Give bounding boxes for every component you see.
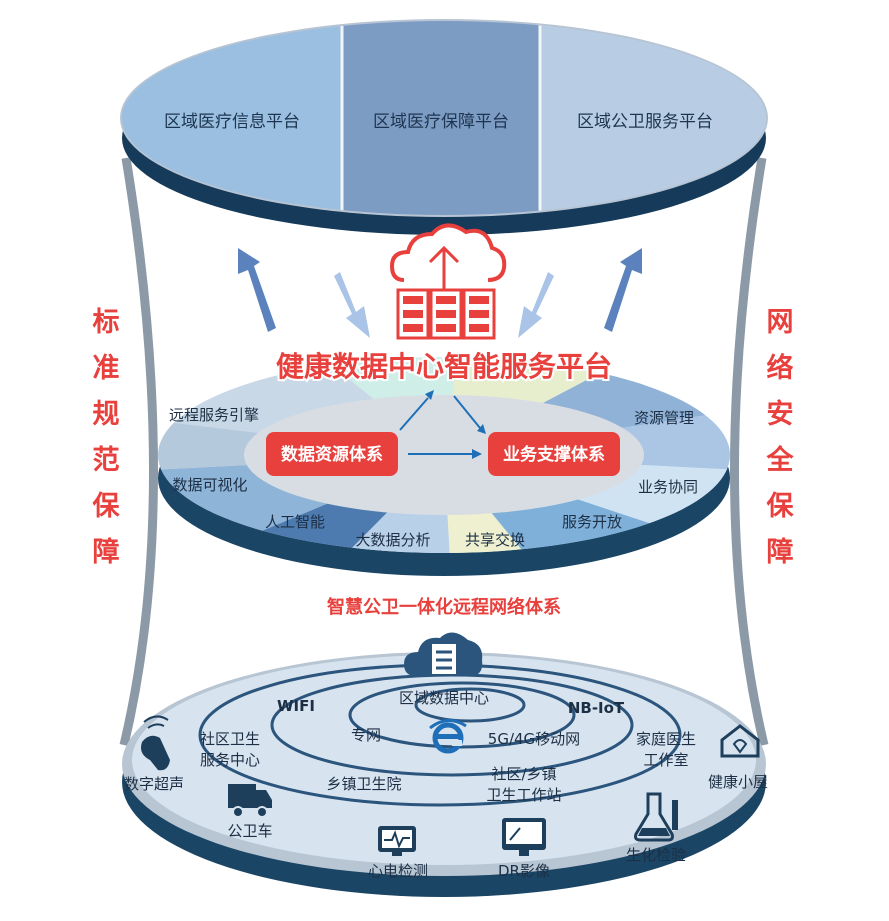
ring-label-visualization: 数据可视化 [172,476,247,494]
label-ultrasound: 数字超声 [124,775,184,793]
right-pillar-char: 络 [766,353,794,384]
ultrasound-probe-icon [141,715,170,771]
left-pillar-char: 范 [92,445,120,476]
lab-flask-icon [634,792,678,842]
label-community-center-1: 社区卫生 [200,730,260,748]
top-platform-3-label: 区域公卫服务平台 [577,112,713,132]
center-platform-title: 健康数据中心智能服务平台 [276,350,612,383]
label-wifi: WIFI [277,697,315,715]
data-to-title-arrow [399,397,429,431]
ring-label-collab: 业务协同 [638,478,698,496]
label-ecg: 心电检测 [368,862,428,880]
ring-label-ai: 人工智能 [265,513,325,531]
left-pillar-char: 规 [92,399,120,430]
arrow-up-left [238,248,276,332]
ring-label-resource: 资源管理 [634,409,694,427]
left-pillar-char: 准 [92,353,120,384]
network-title: 智慧公卫一体化远程网络体系 [327,596,561,618]
ring-label-share: 共享交换 [465,531,525,549]
health-hut-icon [720,724,760,758]
data-system-box[interactable] [266,432,398,476]
right-pillar-char: 全 [766,445,794,476]
arrow-down-left [334,272,370,338]
dr-monitor-icon [502,818,546,856]
left-pillar-label: 标 准 规 范 保 障 [86,300,126,576]
system-flow-arrowhead [472,449,482,459]
upward-arrows [238,248,642,338]
label-community-station-2: 卫生工作站 [486,786,561,804]
left-pillar-char: 标 [92,307,120,338]
vehicle-icon [228,784,272,818]
right-pillar-label: 网 络 安 全 保 障 [760,300,800,576]
label-nbiot: NB-IoT [568,699,625,717]
label-community-station-1: 社区/乡镇 [491,765,556,783]
ring-label-open: 服务开放 [562,513,622,531]
label-biochem: 生化检验 [626,846,686,864]
right-pillar-char: 保 [766,491,794,522]
cloud-server-icon [389,223,507,340]
label-mobile-net: 5G/4G移动网 [488,730,580,748]
top-segment-2[interactable] [342,10,540,230]
bottom-disk-top [132,655,756,865]
data-system-label: 数据资源体系 [281,444,383,465]
arrow-up-right [604,248,642,332]
title-to-business-arrow [453,395,481,429]
left-pillar-char: 障 [92,537,120,568]
label-private-net: 专网 [351,726,381,744]
left-pillar-char: 保 [92,491,120,522]
label-dr: DR影像 [498,862,550,880]
label-community-center-2: 服务中心 [200,751,260,769]
title-to-business-arrowhead [477,424,486,434]
ie-browser-icon [429,719,467,754]
data-to-title-arrowhead [425,390,434,400]
ecg-monitor-icon [378,826,416,856]
right-pillar-bar [730,157,769,747]
right-pillar-char: 网 [766,307,794,338]
label-regional-dc: 区域数据中心 [399,689,489,707]
right-pillar-char: 安 [766,399,794,430]
regional-datacenter-icon [404,632,483,676]
label-vehicle: 公卫车 [227,822,272,840]
ring-label-bigdata: 大数据分析 [355,531,430,549]
label-township: 乡镇卫生院 [326,775,401,793]
ring-label-remote-engine: 远程服务引擎 [169,406,259,424]
business-system-label: 业务支撑体系 [503,444,605,465]
top-platform-2-label: 区域医疗保障平台 [373,112,509,132]
right-pillar-char: 障 [766,537,794,568]
label-family-doctor-2: 工作室 [643,751,688,769]
left-pillar-bar [119,157,158,747]
label-health-hut: 健康小屋 [708,773,768,791]
business-system-box[interactable] [488,432,620,476]
top-platform-1-label: 区域医疗信息平台 [164,112,300,132]
arrow-down-right [518,272,554,338]
label-family-doctor-1: 家庭医生 [636,730,696,748]
